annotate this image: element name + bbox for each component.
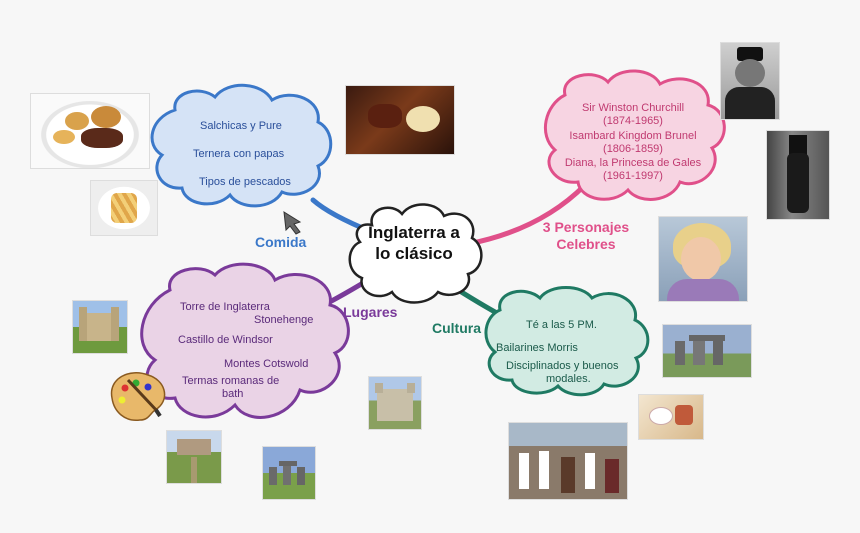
lugares-item-1: Torre de Inglaterra	[180, 301, 270, 313]
personajes-item-2: (1874-1965)	[603, 115, 663, 127]
paint-palette-icon	[110, 372, 166, 421]
central-topic: Inglaterra a lo clásico	[368, 223, 460, 263]
branch-label-lugares: Lugares	[343, 304, 398, 320]
cultura-item-2: Bailarines Morris	[496, 342, 578, 354]
castle-photo	[72, 300, 128, 354]
comida-item-2: Ternera con papas	[193, 148, 285, 160]
fish-and-chips-photo	[90, 180, 158, 236]
cultura-item-4: modales.	[546, 373, 591, 385]
personajes-item-1: Sir Winston Churchill	[581, 102, 685, 114]
cloud-comida	[150, 83, 333, 208]
comida-item-3: Tipos de pescados	[199, 176, 291, 188]
lugares-item-6: bath	[222, 388, 244, 400]
stonehenge-photo-right	[662, 324, 752, 378]
arrow-cursor-icon	[283, 211, 302, 235]
windsor-castle-photo	[166, 430, 222, 484]
connector-personajes	[465, 182, 588, 247]
stonehenge-photo-left	[262, 446, 316, 500]
morris-dancers-photo	[508, 422, 628, 500]
personajes-item-3: Isambard Kingdom Brunel	[569, 130, 697, 142]
cloud-personajes	[544, 69, 726, 201]
churchill-photo	[720, 42, 780, 120]
afternoon-tea-photo	[638, 394, 704, 440]
branch-label-comida: Comida	[255, 234, 307, 250]
lugares-item-4: Montes Cotswold	[224, 358, 309, 370]
personajes-item-4: (1806-1859)	[603, 143, 663, 155]
cloud-central	[348, 203, 483, 304]
tower-of-london-photo	[368, 376, 422, 430]
branch-label-cultura: Cultura	[432, 320, 481, 336]
branch-label-personajes: 3 Personajes Celebres	[542, 219, 630, 252]
cultura-item-3: Disciplinados y buenos	[506, 360, 619, 372]
personajes-item-6: (1961-1997)	[603, 170, 663, 182]
lugares-item-2: Stonehenge	[254, 314, 314, 326]
cloud-cultura	[484, 286, 650, 397]
lugares-item-3: Castillo de Windsor	[178, 334, 273, 346]
beef-dish-photo	[345, 85, 455, 155]
cultura-item-1: Té a las 5 PM.	[526, 319, 597, 331]
personajes-item-5: Diana, la Princesa de Gales	[564, 157, 702, 169]
brunel-photo	[766, 130, 830, 220]
lugares-item-5: Termas romanas de	[182, 375, 280, 387]
comida-item-1: Salchicas y Pure	[200, 120, 282, 132]
princess-diana-photo	[658, 216, 748, 302]
roast-dinner-photo	[30, 93, 150, 169]
